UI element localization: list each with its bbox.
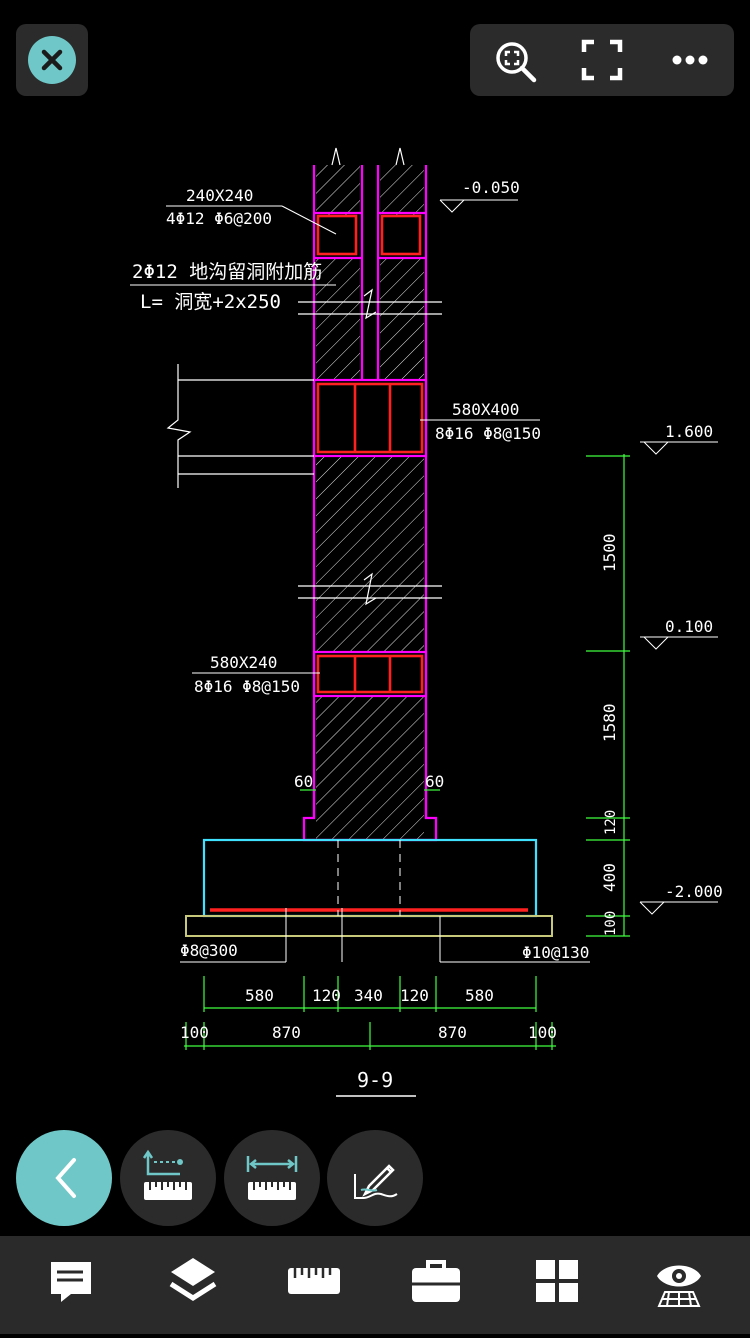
eye-3d-icon — [657, 1265, 701, 1307]
step-right-label: 60 — [425, 772, 444, 791]
column-hatch — [316, 165, 424, 840]
rebar-right-label: Φ10@130 — [522, 943, 589, 962]
layers-icon — [169, 1258, 217, 1301]
close-button[interactable] — [16, 24, 88, 96]
beam1-size-label: 240X240 — [186, 186, 253, 205]
dim-120v-label: 120 — [603, 810, 619, 835]
dim-580b-label: 580 — [465, 986, 494, 1005]
beam3-rebar-label: 8Φ16 Φ8@150 — [194, 677, 300, 696]
dim-1580-label: 1580 — [600, 703, 619, 742]
dimension-ruler-icon — [142, 1149, 192, 1200]
beam1-rebar-label: 4Φ12 Φ6@200 — [166, 209, 272, 228]
dim-100b-label: 100 — [528, 1023, 557, 1042]
more-icon — [672, 55, 708, 65]
chevron-left-icon — [55, 1158, 76, 1198]
annotate-button[interactable] — [327, 1130, 423, 1226]
ruler-icon — [288, 1268, 340, 1294]
dim-870a-label: 870 — [272, 1023, 301, 1042]
break-lines — [298, 147, 442, 606]
dim-870b-label: 870 — [438, 1023, 467, 1042]
vertical-dimensions — [586, 454, 630, 937]
beam3-size-label: 580X240 — [210, 653, 277, 672]
left-beam — [166, 364, 314, 488]
note-line2: L= 洞宽+2x250 — [140, 291, 281, 313]
dim-120a-label: 120 — [312, 986, 341, 1005]
dim-340-label: 340 — [354, 986, 383, 1005]
beam2-size-label: 580X400 — [452, 400, 519, 419]
dim-580a-label: 580 — [245, 986, 274, 1005]
dim-400-label: 400 — [600, 863, 619, 892]
close-icon — [28, 36, 76, 84]
note-line1: 2Φ12 地沟留洞附加筋 — [132, 261, 322, 283]
view-3d-tab[interactable] — [629, 1236, 729, 1334]
linear-ruler-icon — [246, 1156, 298, 1200]
layers-tab[interactable] — [143, 1236, 243, 1334]
zoom-region-button[interactable] — [474, 24, 554, 96]
comment-icon — [51, 1262, 91, 1302]
layout-tab[interactable] — [507, 1236, 607, 1334]
dim-1500-label: 1500 — [600, 533, 619, 572]
top-toolbar — [470, 24, 734, 96]
elevation-markers — [639, 441, 718, 915]
elev-top-label: -0.050 — [462, 178, 520, 197]
toolbox-tab[interactable] — [386, 1236, 486, 1334]
back-button[interactable] — [16, 1130, 112, 1226]
footing — [185, 838, 553, 937]
bottom-toolbar — [0, 1236, 750, 1334]
measure-tab[interactable] — [264, 1236, 364, 1334]
grid-layout-icon — [536, 1260, 578, 1302]
elev-m2000-label: -2.000 — [665, 882, 723, 901]
zoom-region-icon — [496, 42, 537, 83]
rebar-left-label: Φ8@300 — [180, 941, 238, 960]
fullscreen-icon — [581, 39, 623, 81]
comments-tab[interactable] — [21, 1236, 121, 1334]
dim-100a-label: 100 — [180, 1023, 209, 1042]
cad-drawing-canvas[interactable]: 240X240 4Φ12 Φ6@200 -0.050 2Φ12 地沟留洞附加筋 … — [0, 120, 750, 1130]
leader-lines — [130, 199, 590, 963]
step-left-label: 60 — [294, 772, 313, 791]
briefcase-icon — [412, 1260, 460, 1302]
horizontal-dimensions — [184, 789, 556, 1050]
dim-100v-label: 100 — [603, 911, 619, 936]
beam2-rebar-label: 8Φ16 Φ8@150 — [435, 424, 541, 443]
more-button[interactable] — [650, 24, 730, 96]
elev-0100-label: 0.100 — [665, 617, 713, 636]
linear-measure-button[interactable] — [224, 1130, 320, 1226]
elev-1600-label: 1.600 — [665, 422, 713, 441]
pen-annotate-icon — [354, 1164, 398, 1199]
section-title: 9-9 — [357, 1068, 393, 1092]
dim-120b-label: 120 — [400, 986, 429, 1005]
rebar — [210, 214, 528, 912]
dimension-measure-button[interactable] — [120, 1130, 216, 1226]
fullscreen-button[interactable] — [562, 24, 642, 96]
